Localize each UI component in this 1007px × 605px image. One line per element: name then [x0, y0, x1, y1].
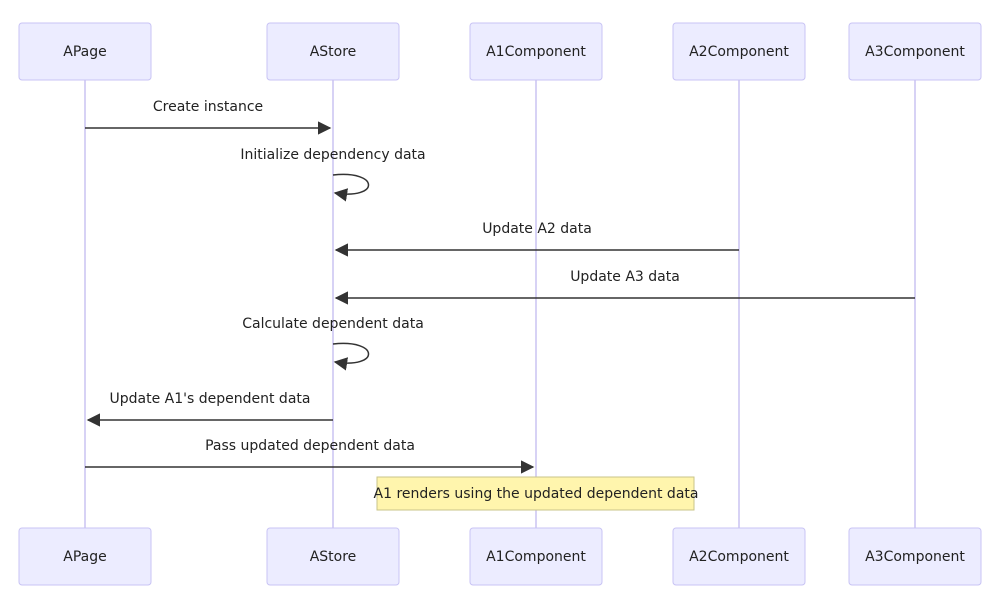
actor-label: APage [63, 44, 106, 60]
message-create-instance: Create instance [85, 99, 332, 135]
actor-a2-top: A2Component [672, 22, 806, 81]
actor-label: A3Component [865, 549, 965, 565]
message-label: Create instance [153, 99, 263, 115]
self-message-arrow [332, 342, 370, 371]
message-initialize-dependency-data: Initialize dependency data [240, 147, 426, 202]
actor-a2-bottom: A2Component [672, 527, 806, 586]
self-message-arrow [332, 173, 370, 202]
message-label: Calculate dependent data [242, 316, 424, 332]
message-calculate-dependent-data: Calculate dependent data [242, 316, 424, 371]
lifelines [84, 80, 916, 528]
actor-apage-top: APage [18, 22, 152, 81]
actor-label: A2Component [689, 549, 789, 565]
actor-label: A3Component [865, 44, 965, 60]
actor-label: A1Component [486, 44, 586, 60]
message-label: Update A2 data [482, 221, 592, 237]
actor-label: AStore [310, 549, 357, 565]
actor-label: APage [63, 549, 106, 565]
actors-bottom: APage AStore A1Component A2Component A3C… [18, 527, 982, 586]
actor-a3-bottom: A3Component [848, 527, 982, 586]
messages: Create instance Initialize dependency da… [85, 99, 915, 474]
actor-apage-bottom: APage [18, 527, 152, 586]
message-label: Update A1's dependent data [110, 391, 311, 407]
message-update-a3-data: Update A3 data [334, 269, 915, 305]
message-update-a1-dependent-data: Update A1's dependent data [86, 391, 333, 427]
message-update-a2-data: Update A2 data [334, 221, 739, 257]
message-label: Pass updated dependent data [205, 438, 415, 454]
actor-a1-bottom: A1Component [469, 527, 603, 586]
note-label: A1 renders using the updated dependent d… [374, 486, 699, 502]
actor-a3-top: A3Component [848, 22, 982, 81]
message-label: Update A3 data [570, 269, 680, 285]
actor-label: A2Component [689, 44, 789, 60]
message-label: Initialize dependency data [240, 147, 425, 163]
actor-label: A1Component [486, 549, 586, 565]
actor-astore-top: AStore [266, 22, 400, 81]
actor-label: AStore [310, 44, 357, 60]
note-a1-renders: A1 renders using the updated dependent d… [374, 476, 699, 511]
actor-astore-bottom: AStore [266, 527, 400, 586]
actors-top: APage AStore A1Component A2Component A3C… [18, 22, 982, 81]
message-pass-updated-dependent-data: Pass updated dependent data [85, 438, 535, 474]
actor-a1-top: A1Component [469, 22, 603, 81]
